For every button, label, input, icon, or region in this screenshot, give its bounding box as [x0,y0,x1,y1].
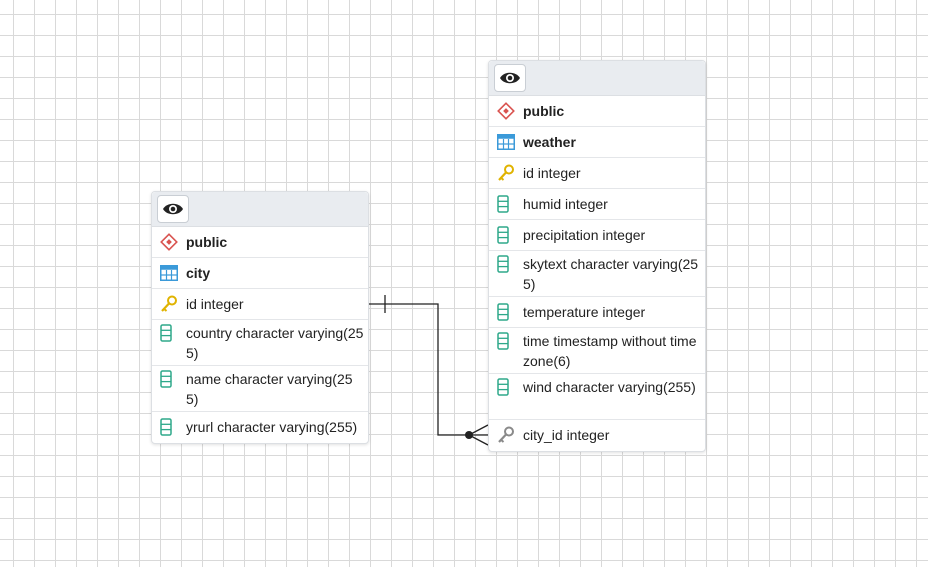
foreign-key-icon [497,425,523,445]
schema-icon [160,232,186,252]
primary-key-icon [160,294,186,314]
primary-key-icon [497,163,523,183]
column-label: name character varying(255) [186,371,353,407]
column-row[interactable]: precipitation integer [489,220,705,251]
schema-name: public [523,103,565,119]
table-name: weather [523,134,576,150]
crows-foot-upper [468,424,489,436]
table-node-city[interactable]: public city id i [151,191,369,444]
column-row[interactable]: skytext character varying(255) [489,251,705,297]
schema-icon [497,101,523,121]
table-icon [160,263,186,283]
eye-icon [500,72,520,84]
column-label: yrurl character varying(255) [186,419,358,435]
table-header [152,192,368,227]
column-icon [497,302,523,322]
column-row[interactable]: id integer [152,289,368,320]
column-label: precipitation integer [523,227,646,243]
column-row[interactable]: city_id integer [489,420,705,451]
toggle-details-button[interactable] [494,64,526,92]
column-label: id integer [186,296,244,312]
column-label: time timestamp without time zone(6) [523,333,697,369]
column-label: id integer [523,165,581,181]
column-row[interactable]: yrurl character varying(255) [152,412,368,443]
schema-name: public [186,234,228,250]
column-icon [497,194,523,214]
schema-row: public [489,96,705,127]
relationship-line[interactable] [369,303,488,436]
column-icon [160,369,186,389]
table-header [489,61,705,96]
table-name: city [186,265,211,281]
crows-foot-lower [468,434,489,446]
column-label: country character varying(255) [186,325,364,361]
column-row[interactable]: id integer [489,158,705,189]
schema-row: public [152,227,368,258]
column-label: wind character varying(255) [523,379,696,395]
column-icon [497,254,523,274]
column-icon [497,225,523,245]
column-label: humid integer [523,196,608,212]
column-row[interactable]: name character varying(255) [152,366,368,412]
column-row[interactable]: temperature integer [489,297,705,328]
column-row[interactable]: time timestamp without time zone(6) [489,328,705,374]
table-node-weather[interactable]: public weather i [488,60,706,452]
column-icon [497,331,523,351]
column-row[interactable]: humid integer [489,189,705,220]
column-icon [160,323,186,343]
eye-icon [163,203,183,215]
toggle-details-button[interactable] [157,195,189,223]
column-row[interactable]: country character varying(255) [152,320,368,366]
column-label: temperature integer [523,304,646,320]
column-row[interactable]: wind character varying(255) [489,374,705,420]
column-icon [160,417,186,437]
column-label: city_id integer [523,427,610,443]
column-label: skytext character varying(255) [523,256,699,292]
table-icon [497,132,523,152]
table-name-row: weather [489,127,705,158]
column-icon [497,377,523,397]
table-name-row: city [152,258,368,289]
